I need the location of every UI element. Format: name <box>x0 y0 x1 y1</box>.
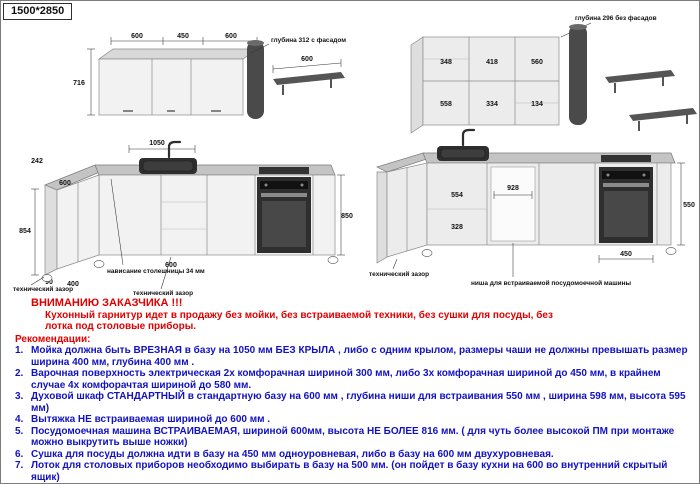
tech-gap-note-1: технический зазор <box>13 276 73 293</box>
dim-label-90: 90 <box>45 279 53 286</box>
tech-gap-label-right: технический зазор <box>369 270 429 278</box>
dim-label-600-b: 600 <box>225 33 237 40</box>
dim-label-242: 242 <box>31 158 43 165</box>
dim-label-600-a: 600 <box>131 33 143 40</box>
wall-dim-334: 334 <box>486 101 498 108</box>
wall-dim-348: 348 <box>440 59 452 66</box>
balloon-marker <box>93 260 105 268</box>
recommendation-item-2: 2. Варочная поверхность электрическая 2х… <box>15 368 689 391</box>
balloon-marker <box>327 256 339 264</box>
item-text: Мойка должна быть ВРЕЗНАЯ в базу на 1050… <box>31 345 688 368</box>
oven-right <box>599 167 653 243</box>
shelf-dim-label: 600 <box>301 56 313 63</box>
warning-line-1: Кухонный гарнитур идет в продажу без мой… <box>45 309 553 321</box>
oven <box>257 177 311 253</box>
item-number: 1. <box>15 345 24 356</box>
item-text: Духовой шкаф СТАНДАРТНЫЙ в стандартную б… <box>31 391 686 414</box>
right-450-dim: 450 <box>598 251 654 263</box>
wall-shelf: 600 <box>272 56 345 95</box>
hood-chimney <box>247 40 264 119</box>
right-550-dim: 550 <box>677 162 695 246</box>
item-number: 4. <box>15 414 24 425</box>
left-depth-note: глубина 312 с фасадом <box>250 36 346 54</box>
recommendation-item-6: 6. Сушка для посуды должна идти в базу н… <box>15 449 689 461</box>
right-850-dim: 850 <box>337 174 353 256</box>
warning-heading: ВНИМАНИЮ ЗАКАЗЧИКА !!! <box>31 297 183 309</box>
faucet-right <box>461 128 476 147</box>
item-number: 5. <box>15 425 24 437</box>
niche-dim-line: 928 <box>493 185 533 199</box>
item-number: 3. <box>15 391 24 402</box>
item-text: Посудомоечная машина ВСТРАИВАЕМАЯ, ширин… <box>31 425 675 449</box>
left-height-dim: 716 <box>73 48 95 116</box>
warning-line-2: лотка под столовые приборы. <box>45 321 197 332</box>
recommendation-item-1: 1. Мойка должна быть ВРЕЗНАЯ в базу на 1… <box>15 345 689 368</box>
dim-label-600-bottom: 600 <box>165 262 177 269</box>
wall-dim-560: 560 <box>531 59 543 66</box>
right-drawing: глубина 296 без фасадов 348 418 560 558 … <box>369 14 697 287</box>
dim-label-928: 928 <box>507 185 519 192</box>
recommendation-item-3: 3. Духовой шкаф СТАНДАРТНЫЙ в стандартну… <box>15 391 689 414</box>
left-854-dim: 854 <box>19 188 39 276</box>
left-wall-cabinets <box>97 48 259 116</box>
balloon-marker <box>665 247 677 255</box>
overhang-note-label: нависание столешницы 34 мм <box>107 268 205 275</box>
left-top-dim-line: 600 450 600 <box>110 33 258 45</box>
wall-dim-134: 134 <box>531 101 543 108</box>
item-number: 2. <box>15 368 24 379</box>
faucet <box>167 140 182 159</box>
dishwasher-niche <box>490 166 536 242</box>
item-text: Лоток для столовых приборов необходимо в… <box>31 460 668 483</box>
right-wall-cabinets: 348 418 560 558 334 134 <box>410 36 560 134</box>
item-number: 6. <box>15 448 24 460</box>
balloon-marker <box>41 274 53 282</box>
item-number: 7. <box>15 460 24 471</box>
dim-label-716: 716 <box>73 80 85 87</box>
balloon-marker <box>421 249 433 257</box>
sink-dim-line: 1050 <box>128 140 196 153</box>
base-dim-554: 554 <box>451 192 463 199</box>
item-text: Сушка для посуды должна идти в базу на 4… <box>31 448 554 460</box>
item-text: Варочная поверхность электрическая 2х ко… <box>31 368 661 391</box>
dim-label-854: 854 <box>19 228 31 235</box>
recommendation-item-7: 7. Лоток для столовых приборов необходим… <box>15 460 689 483</box>
dim-label-850: 850 <box>341 213 353 220</box>
tech-gap-note-right: технический зазор <box>369 258 429 278</box>
dim-label-450: 450 <box>177 33 189 40</box>
wall-dim-558: 558 <box>440 101 452 108</box>
depth-note-label: глубина 312 с фасадом <box>271 36 346 44</box>
hob-right <box>601 155 651 162</box>
hob <box>259 167 309 174</box>
dim-label-450: 450 <box>620 251 632 258</box>
dim-label-550: 550 <box>683 202 695 209</box>
tech-gap-note-2: технический зазор <box>133 256 193 297</box>
recommendation-item-5: 5. Посудомоечная машина ВСТРАИВАЕМАЯ, ши… <box>15 426 689 449</box>
sink <box>139 158 197 174</box>
wall-dim-418: 418 <box>486 59 498 66</box>
left-drawing: 600 450 600 716 глубина 312 <box>13 33 353 297</box>
sink-right <box>437 146 489 161</box>
tech-gap-label-2: технический зазор <box>133 289 193 297</box>
recommendations-heading: Рекомендации: <box>15 333 91 345</box>
overall-size-label: 1500*2850 <box>3 3 73 20</box>
dim-label-600-left: 600 <box>59 180 71 187</box>
wall-shelf-b <box>629 108 697 131</box>
dishwasher-note-label: ниша для встраиваемой посудомоечной маши… <box>471 279 632 287</box>
dim-label-1050: 1050 <box>149 140 165 147</box>
tech-gap-label-1: технический зазор <box>13 285 73 293</box>
overhang-note: нависание столешницы 34 мм <box>107 178 205 275</box>
wall-shelf-a <box>605 70 675 93</box>
base-dim-328: 328 <box>451 224 463 231</box>
item-text: Вытяжка НЕ встраиваемая шириной до 600 м… <box>31 414 271 425</box>
recommendation-item-4: 4. Вытяжка НЕ встраиваемая шириной до 60… <box>15 414 689 426</box>
notes-section: ВНИМАНИЮ ЗАКАЗЧИКА !!! Кухонный гарнитур… <box>15 297 689 483</box>
depth-note-label-right: глубина 296 без фасадов <box>575 14 657 22</box>
dim-label-400: 400 <box>67 281 79 288</box>
hood-chimney-right <box>569 24 587 125</box>
dishwasher-note: ниша для встраиваемой посудомоечной маши… <box>471 243 632 287</box>
